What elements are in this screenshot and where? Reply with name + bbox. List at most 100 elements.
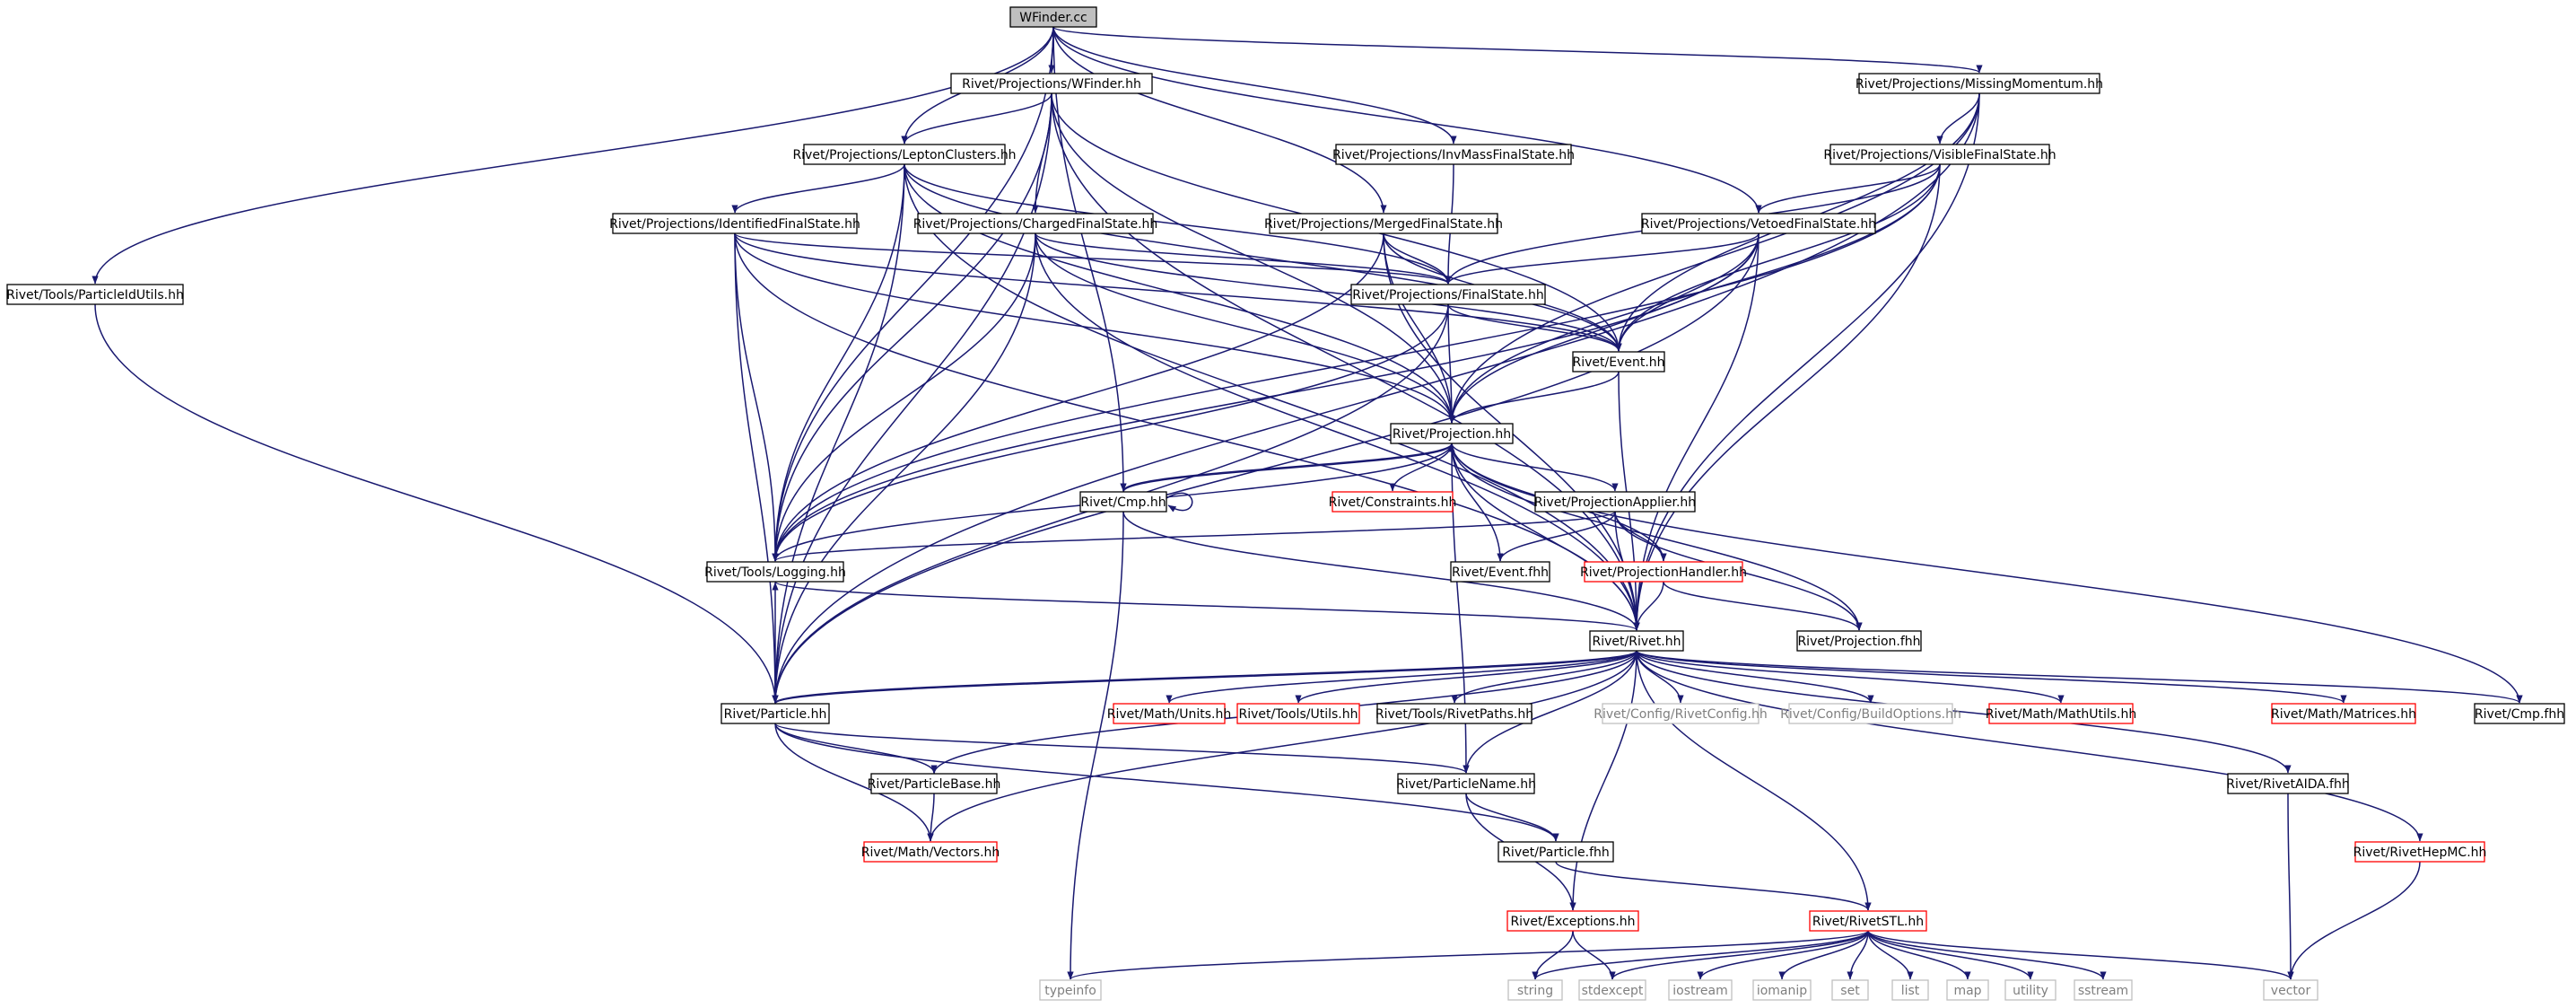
node-label: Rivet/ProjectionApplier.hh (1534, 495, 1696, 510)
node-event_fhh[interactable]: Rivet/Event.fhh (1450, 561, 1550, 583)
edge-proj_vetoed-to-event_hh (1615, 232, 1760, 352)
node-box (1350, 284, 1546, 305)
node-label: Rivet/Tools/ParticleIdUtils.hh (6, 288, 184, 302)
node-box (1946, 979, 1989, 1001)
edge-rivet_hh-to-particle_hh (772, 650, 1637, 704)
node-box (1796, 630, 1922, 652)
node-box (1269, 213, 1498, 234)
node-proj_charged[interactable]: Rivet/Projections/ChargedFinalState.hh (913, 213, 1158, 234)
node-rivetpaths[interactable]: Rivet/Tools/RivetPaths.hh (1375, 703, 1533, 724)
edge-rivetstl-to-map (1867, 930, 1971, 980)
node-box (2474, 703, 2565, 724)
node-cmp_hh[interactable]: Rivet/Cmp.hh (1079, 491, 1167, 513)
edge-rivetaida-to-vector (2287, 793, 2294, 980)
node-label: Rivet/Math/Vectors.hh (861, 846, 1000, 860)
edge-particlename-to-particle_fhh (1465, 793, 1559, 842)
node-typeinfo: typeinfo (1039, 979, 1102, 1001)
node-box (612, 213, 858, 234)
node-label: Rivet/Projections/VisibleFinalState.hh (1823, 148, 2056, 162)
edge-proj_missing-to-projection_hh (1448, 92, 1980, 424)
node-proj_visible[interactable]: Rivet/Projections/VisibleFinalState.hh (1823, 144, 2056, 165)
node-logging[interactable]: Rivet/Tools/Logging.hh (704, 561, 846, 583)
node-box (1397, 773, 1535, 794)
node-label: WFinder.cc (1019, 11, 1087, 25)
node-label: Rivet/Cmp.fhh (2475, 707, 2564, 722)
node-box (1332, 491, 1454, 513)
edge-rivet_hh-to-mathutils (1636, 650, 2065, 704)
node-label: vector (2271, 984, 2311, 998)
node-box (1578, 979, 1646, 1001)
node-particleidutils[interactable]: Rivet/Tools/ParticleIdUtils.hh (6, 284, 184, 305)
edge-proj_identified-to-projection_hh (734, 232, 1455, 424)
node-label: Rivet/Projections/MergedFinalState.hh (1264, 217, 1503, 232)
node-constraints[interactable]: Rivet/Constraints.hh (1329, 491, 1457, 513)
node-rivet_hh[interactable]: Rivet/Rivet.hh (1589, 630, 1684, 652)
node-label: Rivet/Tools/RivetPaths.hh (1375, 707, 1533, 722)
node-vectors[interactable]: Rivet/Math/Vectors.hh (861, 841, 1000, 863)
node-label: sstream (2078, 984, 2128, 998)
node-proj_merged[interactable]: Rivet/Projections/MergedFinalState.hh (1264, 213, 1503, 234)
edge-proj_missing-to-rivet_hh (1633, 92, 1980, 631)
node-box (1009, 6, 1097, 28)
edge-rivetstl-to-set (1847, 930, 1869, 980)
edge-proj_wfinder-to-proj_lepton (901, 92, 1052, 145)
node-label: set (1840, 984, 1860, 998)
node-particlebase[interactable]: Rivet/ParticleBase.hh (868, 773, 1001, 794)
edge-proj_identified-to-particle_hh (734, 232, 779, 704)
edge-particle_hh-to-particlebase (774, 723, 938, 774)
node-event_hh[interactable]: Rivet/Event.hh (1572, 351, 1665, 373)
node-label: list (1901, 984, 1920, 998)
edge-proj_wfinder-to-projection_hh (1051, 92, 1455, 424)
node-proj_wfinder[interactable]: Rivet/Projections/WFinder.hh (950, 73, 1153, 94)
node-projapplier[interactable]: Rivet/ProjectionApplier.hh (1534, 491, 1696, 513)
node-projection_hh[interactable]: Rivet/Projection.hh (1390, 423, 1514, 444)
node-mathutils[interactable]: Rivet/Math/MathUtils.hh (1986, 703, 2137, 724)
node-proj_finalstate[interactable]: Rivet/Projections/FinalState.hh (1350, 284, 1546, 305)
node-particle_hh[interactable]: Rivet/Particle.hh (720, 703, 830, 724)
node-label: Rivet/Math/MathUtils.hh (1986, 707, 2137, 722)
node-label: string (1517, 984, 1553, 998)
edge-proj_identified-to-proj_finalstate (734, 232, 1452, 285)
node-label: Rivet/ParticleName.hh (1396, 777, 1536, 792)
node-matrices[interactable]: Rivet/Math/Matrices.hh (2271, 703, 2416, 724)
node-units[interactable]: Rivet/Math/Units.hh (1107, 703, 1231, 724)
node-utils[interactable]: Rivet/Tools/Utils.hh (1236, 703, 1360, 724)
node-label: Rivet/Projections/WFinder.hh (962, 77, 1141, 92)
edge-wfinder_cc-to-logging (772, 26, 1054, 562)
node-vector: vector (2263, 979, 2318, 1001)
edge-rivetstl-to-typeinfo (1067, 930, 1869, 980)
node-proj_lepton[interactable]: Rivet/Projections/LeptonClusters.hh (792, 144, 1017, 165)
node-proj_invmass[interactable]: Rivet/Projections/InvMassFinalState.hh (1332, 144, 1575, 165)
node-projection_fhh[interactable]: Rivet/Projection.fhh (1796, 630, 1922, 652)
edge-wfinder_cc-to-proj_merged (1052, 26, 1387, 214)
node-map: map (1946, 979, 1989, 1001)
node-wfinder_cc[interactable]: WFinder.cc (1009, 6, 1097, 28)
node-exceptions[interactable]: Rivet/Exceptions.hh (1506, 910, 1639, 932)
node-particle_fhh[interactable]: Rivet/Particle.fhh (1498, 841, 1614, 863)
node-proj_identified[interactable]: Rivet/Projections/IdentifiedFinalState.h… (609, 213, 860, 234)
node-box (1572, 351, 1665, 373)
node-box (1507, 979, 1563, 1001)
node-proj_missing[interactable]: Rivet/Projections/MissingMomentum.hh (1856, 73, 2103, 94)
node-box (1376, 703, 1533, 724)
node-rivethepmc[interactable]: Rivet/RivetHepMC.hh (2353, 841, 2487, 863)
edge-proj_lepton-to-particle_hh (772, 163, 905, 704)
edge-proj_charged-to-projection_hh (1035, 232, 1455, 424)
node-box (1602, 703, 1760, 724)
node-rivetaida[interactable]: Rivet/RivetAIDA.fhh (2226, 773, 2350, 794)
node-box (863, 841, 998, 863)
node-proj_vetoed[interactable]: Rivet/Projections/VetoedFinalState.hh (1641, 213, 1876, 234)
edge-proj_visible-to-proj_vetoed (1755, 163, 1941, 214)
edge-exceptions-to-string (1532, 930, 1574, 980)
node-label: Rivet/Projections/LeptonClusters.hh (792, 148, 1016, 162)
node-cmp_fhh[interactable]: Rivet/Cmp.fhh (2474, 703, 2565, 724)
edge-rivethepmc-to-vector (2287, 861, 2421, 980)
node-particlename[interactable]: Rivet/ParticleName.hh (1396, 773, 1536, 794)
edge-particle_hh-to-particlename (774, 723, 1470, 774)
node-projhandler[interactable]: Rivet/ProjectionHandler.hh (1580, 561, 1747, 583)
node-rivetstl[interactable]: Rivet/RivetSTL.hh (1809, 910, 1927, 932)
edge-proj_visible-to-logging (772, 163, 1941, 562)
edge-rivet_hh-to-rivethepmc (1636, 650, 2423, 842)
edge-event_hh-to-projection_hh (1448, 371, 1620, 424)
